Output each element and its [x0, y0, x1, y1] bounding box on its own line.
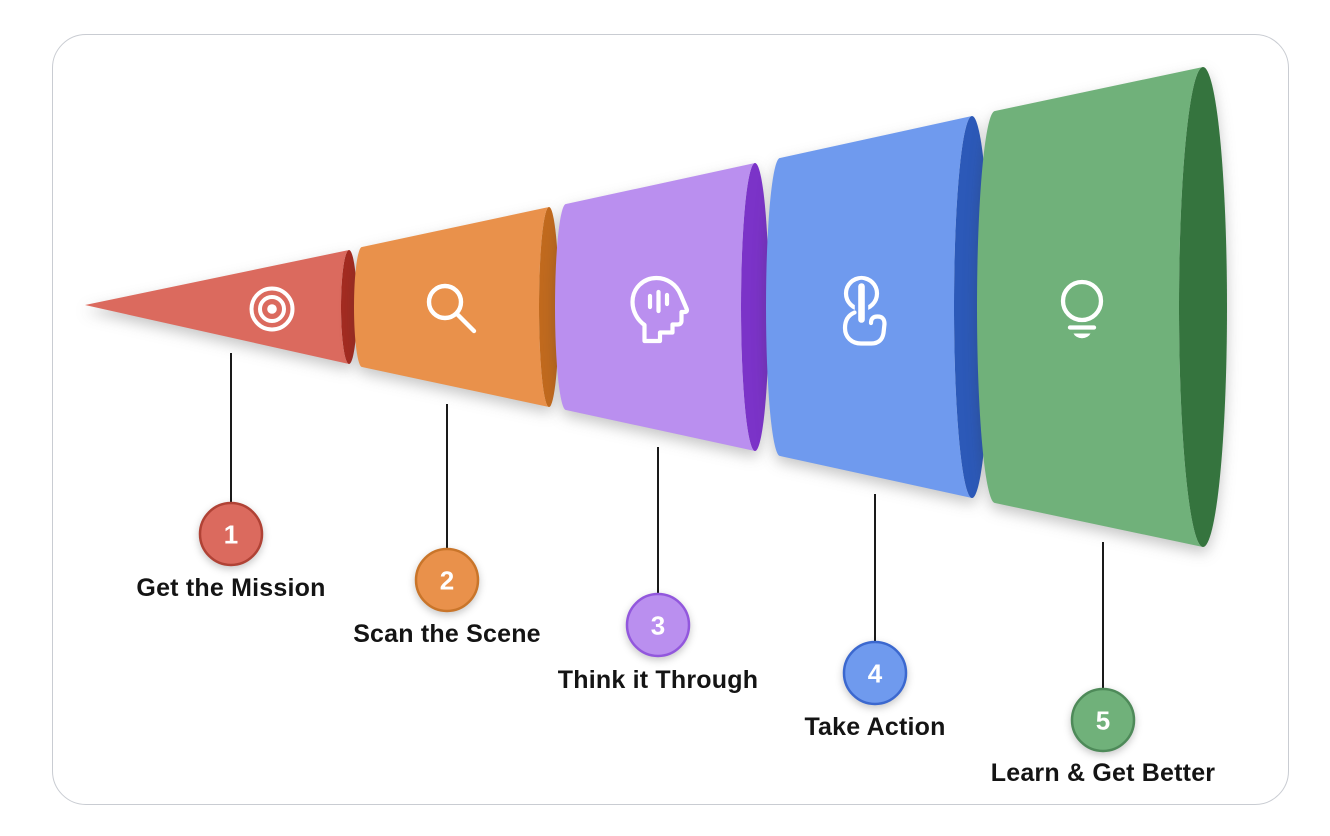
- stage-4-label: Take Action: [804, 713, 945, 741]
- stage-2-number: 2: [440, 566, 454, 596]
- stage-5-badge: [1070, 687, 1136, 753]
- connector-lines: [230, 353, 1104, 688]
- stage-5-edge: [1179, 67, 1227, 547]
- stage-4-segment: [766, 116, 990, 498]
- stage-labels: Get the Mission Scan the Scene Think it …: [136, 574, 1215, 787]
- badge-numbers: 1 2 3 4 5: [224, 520, 1110, 736]
- stage-2-body: [354, 207, 549, 407]
- target-icon-center-dot: [267, 304, 277, 314]
- stage-5-label: Learn & Get Better: [991, 759, 1216, 787]
- stage-3-number: 3: [651, 611, 665, 641]
- stage-5-segment: [977, 67, 1227, 547]
- stage-4-badge: [842, 640, 908, 706]
- stage-2-label: Scan the Scene: [353, 620, 541, 648]
- stage-3-label: Think it Through: [558, 666, 758, 694]
- stage-1-badge: [198, 501, 264, 567]
- lightbulb-icon: [1060, 279, 1104, 339]
- stage-1-edge: [341, 250, 357, 364]
- magnifier-icon: [426, 283, 477, 334]
- stage-5-body: [977, 67, 1203, 547]
- stage-5-number: 5: [1096, 706, 1110, 736]
- tap-hand-icon: [842, 275, 887, 346]
- stage-3-segment: [555, 163, 769, 451]
- thinking-head-icon: [630, 275, 690, 344]
- stage-1-body: [85, 250, 349, 364]
- target-icon: [249, 286, 295, 332]
- stage-3-edge: [741, 163, 769, 451]
- stage-2-segment: [354, 207, 559, 407]
- stage-2-edge: [539, 207, 559, 407]
- lightbulb-base: [1073, 333, 1091, 339]
- stage-1-segment: [85, 250, 357, 364]
- stage-2-badge: [414, 547, 480, 613]
- stage-3-badge: [625, 592, 691, 658]
- stage-3-body: [555, 163, 755, 451]
- tap-hand-finger: [854, 279, 869, 327]
- stage-4-number: 4: [868, 659, 883, 689]
- stage-1-number: 1: [224, 520, 238, 550]
- stage-1-label: Get the Mission: [136, 574, 325, 602]
